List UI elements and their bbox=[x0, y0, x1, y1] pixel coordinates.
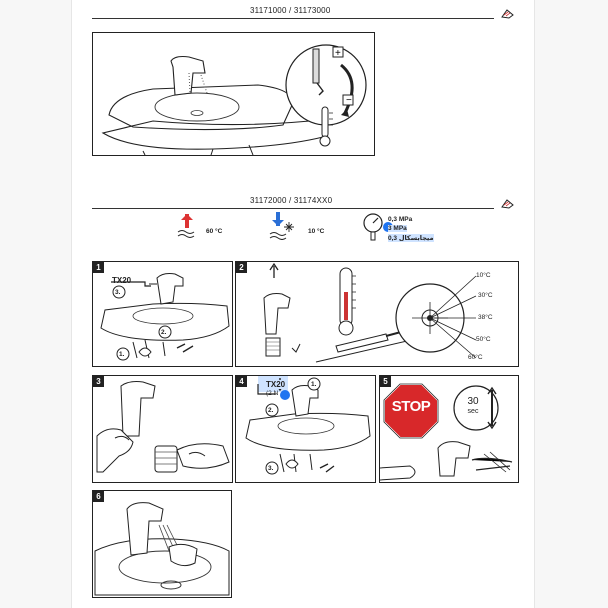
panel-step-5: 5 STOP 30 sec bbox=[379, 375, 519, 483]
hot-water-icon bbox=[177, 214, 195, 238]
step-number-6: 6 bbox=[93, 491, 104, 502]
book-hand-icon bbox=[501, 9, 514, 19]
right-margin bbox=[534, 0, 608, 608]
pressure-label-3[interactable]: میجابسکال 0,3 bbox=[388, 234, 434, 242]
step-1-sub-3: 3. bbox=[115, 289, 121, 296]
step-number-4: 4 bbox=[236, 376, 247, 387]
header-model-mid: 31172000 / 31174XX0 bbox=[250, 196, 333, 205]
step-number-2: 2 bbox=[236, 262, 247, 273]
panel-step-1: 1 TX20 3. 2. 1. bbox=[92, 261, 233, 367]
panel-step-6: 6 bbox=[92, 490, 232, 598]
pressure-label-1: 0,3 MPa bbox=[388, 216, 413, 223]
left-margin bbox=[0, 0, 72, 608]
temp-label-50: 50°C bbox=[476, 336, 491, 343]
book-hand-icon-2 bbox=[501, 199, 514, 209]
step-5-illustration bbox=[380, 383, 513, 481]
step-number-1: 1 bbox=[93, 262, 104, 273]
torque-label: (2 N bbox=[266, 390, 279, 397]
step-1-sub-2: 2. bbox=[161, 329, 167, 336]
step-number-5: 5 bbox=[380, 376, 391, 387]
hot-temp-label: 60 °C bbox=[206, 228, 223, 235]
svg-text:−: − bbox=[346, 95, 352, 106]
cursor-marker-2 bbox=[280, 390, 290, 400]
step-2-illustration bbox=[263, 262, 477, 363]
tool-label-tx20: TX20 bbox=[112, 276, 132, 285]
step-4-sub-2: 2. bbox=[268, 407, 274, 414]
svg-text:+: + bbox=[335, 48, 341, 59]
header-rule-mid bbox=[92, 208, 494, 209]
step-6-illustration bbox=[94, 502, 230, 596]
temp-label-10: 10°C bbox=[476, 272, 491, 279]
document-page: 31171000 / 31173000 + − bbox=[72, 0, 534, 608]
pressure-label-2[interactable]: 3 MPa bbox=[388, 225, 407, 232]
cold-temp-label: 10 °C bbox=[308, 228, 325, 235]
cold-water-icon bbox=[269, 212, 294, 240]
stop-sign-text: STOP bbox=[391, 398, 431, 415]
panel-basin-temperature-adjust: + − bbox=[92, 32, 375, 156]
temp-label-60: 60°C bbox=[468, 354, 483, 361]
step-4-sub-1: 1. bbox=[311, 381, 317, 388]
step-4-sub-3: 3. bbox=[268, 465, 274, 472]
header-rule-top bbox=[92, 18, 494, 19]
step-1-sub-1: 1. bbox=[119, 351, 125, 358]
pressure-gauge-icon bbox=[363, 213, 383, 241]
basin-illustration: + − bbox=[101, 44, 367, 155]
step-4-illustration bbox=[245, 376, 371, 475]
header-model-top: 31171000 / 31173000 bbox=[250, 6, 331, 15]
seconds-unit: sec bbox=[467, 408, 479, 415]
step-1-illustration bbox=[100, 273, 230, 361]
tool-label-tx20-2[interactable]: TX20 bbox=[266, 380, 286, 389]
step-3-illustration bbox=[96, 381, 230, 473]
temp-label-30: 30°C bbox=[478, 292, 493, 299]
panel-step-3: 3 bbox=[92, 375, 233, 483]
seconds-value: 30 bbox=[467, 396, 479, 407]
step-number-3: 3 bbox=[93, 376, 104, 387]
temp-label-38: 38°C bbox=[478, 314, 493, 321]
panel-step-4: 4 TX20 (2 N 1. 2. 3. bbox=[235, 375, 376, 483]
panel-step-2: 2 10°C 30°C 38°C 50°C 60°C bbox=[235, 261, 519, 367]
